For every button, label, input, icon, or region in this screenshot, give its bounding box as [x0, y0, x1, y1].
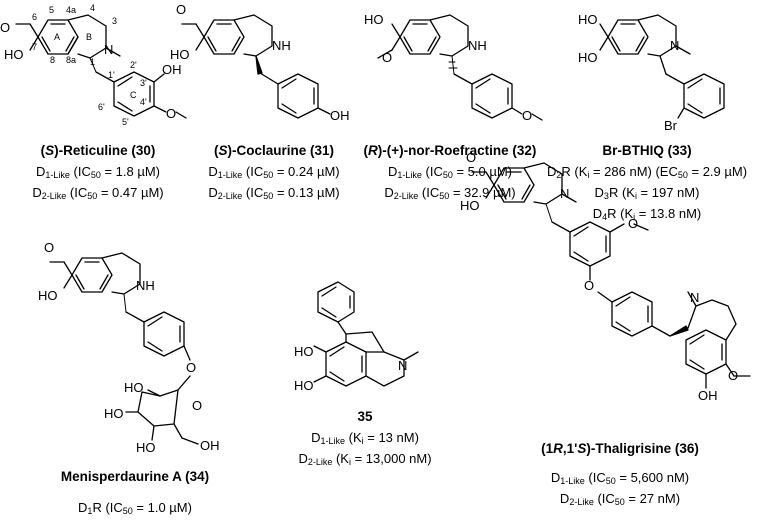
- ring-a-label: A: [54, 32, 60, 42]
- svg-text:5': 5': [122, 117, 129, 127]
- svg-text:N: N: [560, 186, 569, 201]
- svg-text:4': 4': [140, 97, 147, 107]
- structure-br-bthiq: HO HO N Br: [578, 12, 725, 133]
- svg-text:3': 3': [140, 78, 147, 88]
- structure-menisperdaurine: O HO NH O O HO HO HO OH: [38, 240, 220, 455]
- activity-line: D1-Like (IC50 = 1.8 µM): [35, 164, 161, 180]
- svg-text:O: O: [176, 2, 186, 17]
- caption-compound-36: (1R,1'S)-Thaligrisine (36) D1-Like (IC50…: [520, 440, 720, 511]
- compound-name: Menisperdaurine A (34): [60, 469, 210, 484]
- activity-line: D2R (Ki = 286 nM) (EC50 = 2.9 µM): [546, 164, 748, 180]
- compound-name: (R)-(+)-nor-Roefractine (32): [363, 143, 537, 158]
- activity-line: D3R (Ki = 197 nM): [594, 185, 700, 201]
- svg-text:O: O: [466, 150, 476, 165]
- label-O: O: [166, 106, 176, 121]
- compound-name: (S)-Coclaurine (31): [213, 143, 335, 158]
- svg-text:NH: NH: [468, 38, 487, 53]
- svg-text:NH: NH: [136, 278, 155, 293]
- activity-line: D1-Like (IC50 = 5.0 µM): [387, 164, 513, 180]
- compound-name: 35: [357, 409, 373, 424]
- compound-name: Br-BTHIQ (33): [602, 143, 692, 158]
- caption-compound-35: 35 D1-Like (Ki = 13 nM) D2-Like (Ki = 13…: [280, 408, 450, 471]
- svg-text:4: 4: [90, 3, 95, 13]
- structure-coclaurine: O HO NH OH: [170, 2, 350, 123]
- activity-line: D2-Like (Ki = 13,000 nM): [298, 451, 432, 467]
- label-OH: OH: [162, 62, 182, 77]
- svg-text:4a: 4a: [66, 5, 76, 15]
- svg-text:OH: OH: [698, 388, 718, 403]
- svg-text:N: N: [398, 358, 407, 373]
- svg-text:HO: HO: [294, 344, 314, 359]
- ring-b-label: B: [86, 32, 92, 42]
- activity-line: D1-Like (Ki = 13 nM): [311, 430, 419, 446]
- svg-text:O: O: [44, 240, 54, 255]
- structure-nor-roefractine: HO O NH O: [364, 12, 543, 123]
- activity-line: D2-Like (IC50 = 27 nM): [559, 491, 681, 507]
- svg-text:HO: HO: [124, 380, 144, 395]
- svg-text:OH: OH: [200, 438, 220, 453]
- svg-text:N: N: [670, 38, 679, 53]
- svg-text:6: 6: [32, 12, 37, 22]
- svg-text:7: 7: [32, 42, 37, 52]
- activity-line: D1-Like (IC50 = 0.24 µM): [208, 164, 340, 180]
- compound-name: (S)-Reticuline (30): [40, 143, 156, 158]
- svg-text:HO: HO: [170, 47, 190, 62]
- caption-compound-32: (R)-(+)-nor-Roefractine (32) D1-Like (IC…: [360, 142, 540, 205]
- svg-text:8: 8: [50, 55, 55, 65]
- svg-text:O: O: [728, 368, 738, 383]
- compound-name: (1R,1'S)-Thaligrisine (36): [541, 441, 699, 456]
- svg-text:O: O: [628, 216, 638, 231]
- svg-text:HO: HO: [578, 12, 598, 27]
- svg-text:O: O: [186, 360, 196, 375]
- caption-compound-34: Menisperdaurine A (34) D1R (IC50 = 1.0 µ…: [30, 468, 240, 520]
- svg-text:HO: HO: [578, 50, 598, 65]
- structure-reticuline: O HO N OH O A B C 5 4a 4 3 6 7 8 8a 1 1'…: [0, 3, 187, 127]
- svg-text:5: 5: [49, 5, 54, 15]
- label-O: O: [0, 20, 10, 35]
- svg-text:3: 3: [112, 16, 117, 26]
- svg-text:O: O: [382, 50, 392, 65]
- svg-text:HO: HO: [294, 378, 314, 393]
- svg-text:Br: Br: [664, 118, 678, 133]
- activity-line: D2-Like (IC50 = 0.13 µM): [208, 185, 340, 201]
- caption-compound-30: (S)-Reticuline (30) D1-Like (IC50 = 1.8 …: [8, 142, 188, 205]
- svg-text:HO: HO: [104, 406, 124, 421]
- label-HO: HO: [4, 47, 24, 62]
- caption-compound-33: Br-BTHIQ (33) D2R (Ki = 286 nM) (EC50 = …: [536, 142, 758, 226]
- activity-line: D1-Like (IC50 = 5,600 nM): [550, 470, 690, 486]
- caption-compound-31: (S)-Coclaurine (31) D1-Like (IC50 = 0.24…: [188, 142, 360, 205]
- structure-thaligrisine: O HO N O O N O OH: [460, 150, 751, 403]
- svg-text:6': 6': [98, 102, 105, 112]
- svg-text:HO: HO: [364, 12, 384, 27]
- svg-text:O: O: [192, 398, 202, 413]
- label-N: N: [104, 42, 113, 57]
- ring-c-label: C: [130, 90, 137, 100]
- svg-text:1: 1: [90, 57, 95, 67]
- svg-text:O: O: [522, 108, 532, 123]
- svg-text:HO: HO: [136, 440, 156, 455]
- svg-text:8a: 8a: [66, 55, 76, 65]
- svg-text:HO: HO: [38, 288, 58, 303]
- activity-line: D4R (Ki = 13.8 nM): [592, 206, 702, 222]
- svg-text:1': 1': [108, 70, 115, 80]
- activity-line: D2-Like (IC50 = 32.9 µM): [384, 185, 516, 201]
- svg-text:NH: NH: [272, 38, 291, 53]
- activity-line: D2-Like (IC50 = 0.47 µM): [32, 185, 164, 201]
- svg-text:O: O: [584, 278, 594, 293]
- svg-text:OH: OH: [330, 108, 350, 123]
- svg-text:N: N: [690, 290, 699, 305]
- svg-text:2': 2': [130, 60, 137, 70]
- svg-text:HO: HO: [460, 198, 480, 213]
- activity-line: D1R (IC50 = 1.0 µM): [78, 500, 192, 516]
- structure-35: HO HO N: [294, 281, 419, 393]
